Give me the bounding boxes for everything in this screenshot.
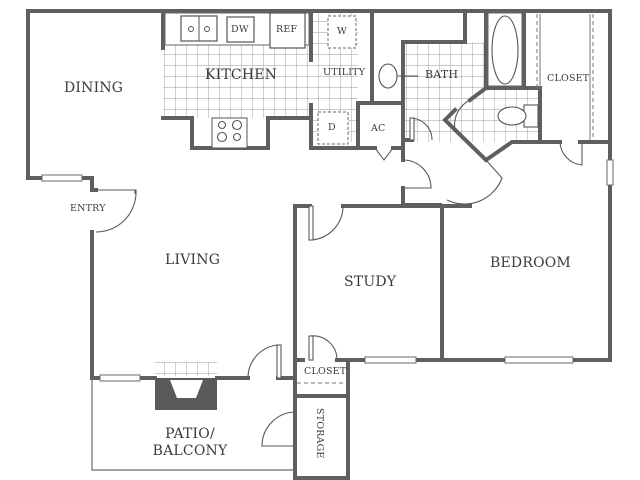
kitchen-tile-floor (163, 45, 311, 118)
appliance-label-dishwasher: DW (231, 24, 249, 35)
room-label-utility: UTILITY (323, 67, 366, 78)
bathtub (487, 12, 523, 87)
bath-sink (378, 63, 398, 89)
dryer (317, 111, 349, 145)
room-label-entry: ENTRY (70, 203, 106, 214)
appliance-label-washer: W (337, 26, 347, 37)
patio-outline (91, 378, 295, 471)
dishwasher (226, 16, 255, 43)
windows (41, 159, 614, 382)
room-label-bedroom: BEDROOM (490, 255, 571, 271)
closet-rods (297, 14, 594, 384)
appliance-label-refrigerator: REF (276, 24, 298, 35)
ac-closet-floor (360, 105, 401, 146)
washer (327, 15, 357, 49)
room-label-patio-line2: BALCONY (152, 443, 228, 459)
room-label-bath: BATH (425, 68, 459, 81)
room-label-living: LIVING (165, 252, 221, 268)
room-label-kitchen: KITCHEN (205, 67, 278, 83)
hearth-tile (155, 362, 217, 376)
room-label-patio-line1: PATIO/ (165, 426, 215, 442)
tub-basin (491, 15, 519, 85)
doors (95, 99, 583, 447)
firebox (170, 380, 203, 398)
appliance-label-dryer: D (328, 122, 336, 133)
room-label-dining: DINING (64, 80, 124, 96)
room-label-study: STUDY (344, 274, 397, 290)
room-label-storage: STORAGE (314, 408, 325, 459)
room-label-closet-hall: CLOSET (304, 366, 347, 377)
room-label-closet-master: CLOSET (547, 73, 590, 84)
stove-burners (216, 119, 243, 143)
room-label-ac: AC (371, 123, 386, 134)
walls (26, 9, 612, 480)
toilet (497, 104, 539, 128)
stove (211, 117, 248, 149)
room-label-patio: PATIO/ BALCONY (150, 426, 230, 460)
refrigerator (269, 12, 306, 49)
